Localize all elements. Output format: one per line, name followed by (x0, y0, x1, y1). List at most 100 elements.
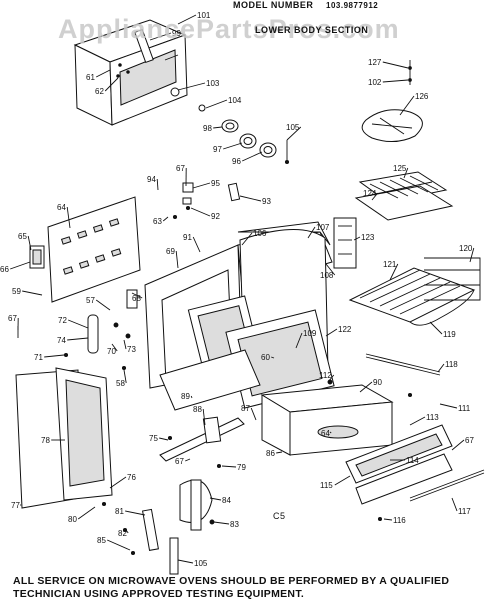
part-label-89: 89 (181, 392, 190, 401)
leader-line (159, 437, 169, 441)
part-label-107: 107 (316, 223, 330, 232)
leader-line (107, 539, 131, 551)
leader-line (329, 431, 332, 434)
part-label-73: 73 (127, 345, 136, 354)
leader-line (185, 458, 191, 462)
part-label-103: 103 (206, 79, 220, 88)
part-label-69: 69 (166, 247, 175, 256)
leader-line (131, 292, 143, 299)
part-label-116: 116 (393, 516, 406, 525)
leader-line (67, 337, 89, 341)
part-label-125: 125 (393, 164, 407, 173)
part-label-71: 71 (34, 353, 43, 362)
watermark: AppliancePartsPros.com (58, 14, 400, 44)
part-label-83: 83 (230, 520, 239, 529)
part-label-74: 74 (57, 336, 66, 345)
drawer-drawing (260, 379, 413, 456)
part-label-65: 65 (18, 232, 27, 241)
part-label-64: 64 (321, 429, 330, 438)
part-label-67: 67 (465, 436, 474, 445)
footer-line-2: TECHNICIAN USING APPROVED TESTING EQUIPM… (13, 588, 305, 600)
leader-line (221, 465, 237, 468)
leader-line (125, 529, 129, 534)
part-label-118: 118 (445, 360, 458, 369)
part-label-87: 87 (241, 404, 250, 413)
leader-line (162, 216, 169, 222)
leader-line (66, 206, 71, 229)
top-right-parts-drawing (361, 60, 423, 142)
leader-line (192, 236, 201, 253)
part-label-58: 58 (116, 379, 125, 388)
part-label-66: 66 (0, 265, 9, 274)
part-label-68: 68 (132, 294, 141, 303)
part-label-62: 62 (95, 87, 104, 96)
part-label-67: 67 (175, 457, 184, 466)
leader-line (451, 439, 465, 451)
part-label-127: 127 (368, 58, 382, 67)
part-label-113: 113 (426, 413, 439, 422)
leader-line (382, 79, 409, 83)
part-label-99: 99 (172, 29, 181, 38)
part-label-124: 124 (363, 189, 377, 198)
part-label-98: 98 (203, 124, 212, 133)
part-label-63: 63 (153, 217, 162, 226)
part-label-105: 105 (194, 559, 208, 568)
leader-line (276, 451, 283, 454)
part-label-121: 121 (383, 260, 397, 269)
part-label-70: 70 (107, 347, 116, 356)
part-label-75: 75 (149, 434, 158, 443)
part-label-104: 104 (228, 96, 242, 105)
leader-line (239, 195, 262, 202)
leader-line (242, 151, 263, 162)
part-label-81: 81 (115, 507, 124, 516)
leader-line (383, 518, 393, 521)
leader-line (389, 263, 399, 281)
part-label-97: 97 (213, 145, 222, 154)
leader-line (382, 61, 409, 69)
part-label-82: 82 (118, 529, 127, 538)
upper-racks-drawing (354, 171, 454, 221)
leader-line (205, 99, 228, 109)
leader-line (202, 408, 206, 426)
leader-line (177, 559, 194, 564)
leader-line (223, 142, 243, 150)
leader-line (44, 354, 65, 358)
part-label-112: 112 (319, 371, 332, 380)
leader-line (307, 226, 316, 239)
leader-line (286, 126, 302, 141)
leader-line (123, 369, 127, 384)
upper-cavity-drawing (73, 19, 206, 126)
footer-line-1: ALL SERVICE ON MICROWAVE OVENS SHOULD BE… (13, 575, 450, 587)
leader-line (104, 77, 119, 92)
part-label-91: 91 (183, 233, 192, 242)
part-label-79: 79 (237, 463, 246, 472)
part-label-117: 117 (458, 507, 471, 516)
model-number-label: MODEL NUMBER (233, 0, 314, 10)
part-label-59: 59 (12, 287, 21, 296)
part-label-80: 80 (68, 515, 77, 524)
leader-line (27, 235, 32, 251)
part-label-111: 111 (458, 404, 471, 413)
part-label-123: 123 (361, 233, 375, 242)
part-label-85: 85 (97, 536, 106, 545)
leader-line (371, 192, 379, 201)
leader-line (68, 319, 89, 329)
leader-line (192, 182, 211, 189)
leader-line (209, 497, 222, 501)
leader-line (241, 232, 253, 246)
part-label-108: 108 (320, 271, 334, 280)
leader-line (437, 363, 445, 373)
leader-line (111, 343, 118, 352)
part-label-94: 94 (147, 175, 156, 184)
model-number-value: 103.9877912 (326, 1, 379, 10)
leader-line (95, 299, 111, 311)
leader-line (429, 321, 443, 335)
leader-line (190, 207, 211, 217)
part-label-92: 92 (211, 212, 220, 221)
hinges-drawing (122, 479, 215, 575)
part-label-95: 95 (211, 179, 220, 188)
part-label-76: 76 (127, 473, 136, 482)
clips-drawing (172, 182, 241, 220)
leader-line (213, 126, 223, 129)
